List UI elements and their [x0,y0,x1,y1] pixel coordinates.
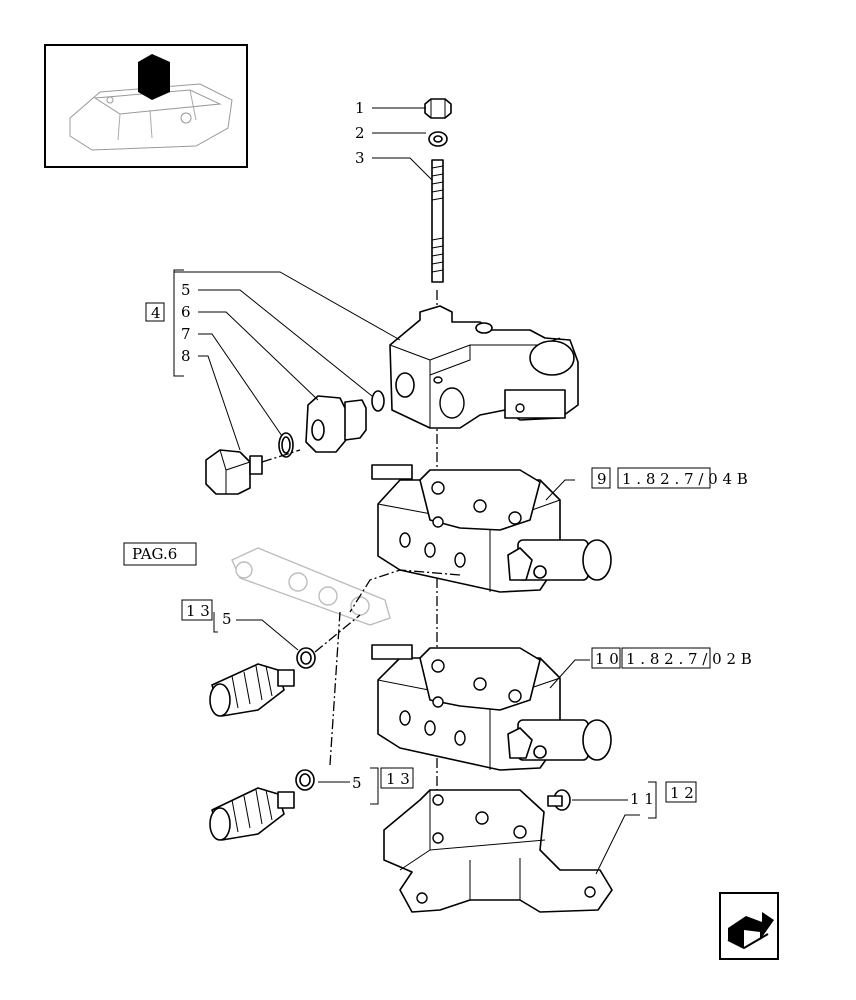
group-bracket-13-lower [370,767,379,805]
callout-box-12 [665,781,697,803]
group-bracket-4 [173,269,184,377]
fitting-part [305,395,367,453]
callout-13-upper: 1 3 [186,602,210,620]
callout-6: 6 [181,303,191,321]
callout-7: 7 [181,325,191,343]
screw-part [547,789,571,811]
plug-part [205,449,301,495]
quick-coupler-lower-part [209,769,315,841]
group-bracket-13-upper [213,612,218,633]
o-ring-part [278,432,294,458]
callout-box-4 [145,302,165,322]
callout-box-13-upper [181,599,213,621]
callout-12: 1 2 [670,784,694,802]
leader-lines [174,107,640,875]
callout-box-13-lower [380,767,414,789]
callout-5-upper-coupler: 5 [222,610,232,628]
related-bracket-ghost-part [231,547,391,626]
quick-coupler-upper-part [209,647,316,717]
end-cover-part [383,789,613,913]
tractor-assembly-thumbnail-icon [69,54,233,151]
nut-part [424,98,452,119]
callout-11: 1 1 [630,790,654,808]
reference-link-9[interactable]: 9 1 . 8 2 . 7 / 0 4 B [591,467,748,489]
page-ref-label: PAG.6 [132,545,177,563]
thumbnail-frame[interactable] [44,44,248,168]
callout-8: 8 [181,347,191,365]
ghost-axis-line [349,569,461,613]
callout-5-top: 5 [181,281,191,299]
callout-5-lower-coupler: 5 [352,774,362,792]
callout-3: 3 [355,149,365,167]
valve-section-lower-part [371,644,612,771]
callout-4: 4 [151,304,161,322]
washer-part [428,131,448,147]
next-page-arrow-icon[interactable] [719,892,779,960]
callout-10: 1 0 [595,650,619,668]
stud-part [431,159,444,283]
reference-link-10[interactable]: 1 0 1 . 8 2 . 7 / 0 2 B [591,647,752,669]
callout-1: 1 [355,99,365,117]
lower-coupler-axis [329,611,341,766]
page-ref-link[interactable]: PAG.6 [123,542,197,566]
group-bracket-12 [648,781,657,819]
callout-13-lower: 1 3 [386,770,410,788]
upper-coupler-axis [314,614,361,653]
cover-block-part [389,305,579,429]
seal-ring-part [371,390,385,412]
callout-2: 2 [355,124,365,142]
valve-section-upper-part [371,464,612,593]
reference-label-bottom: 1 . 8 2 . 7 / 0 2 B [626,650,752,668]
callout-9: 9 [597,470,607,488]
reference-label-top: 1 . 8 2 . 7 / 0 4 B [622,470,748,488]
